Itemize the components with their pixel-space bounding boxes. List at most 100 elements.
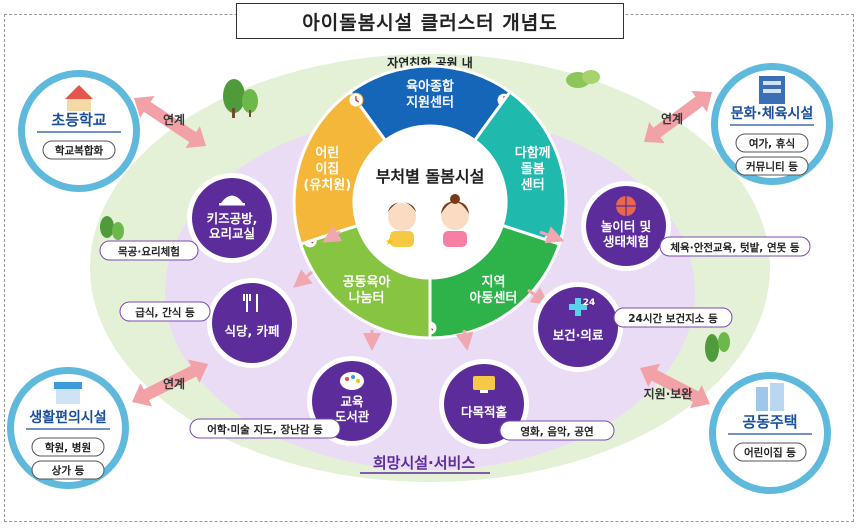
service-label: 요리교실 — [209, 226, 255, 241]
service-circle — [538, 287, 618, 367]
monitor-stand — [480, 390, 488, 393]
apartment-icon — [756, 387, 768, 411]
service-tag: 24시간 보건지소 등 — [628, 312, 718, 325]
external-title: 공동주택 — [742, 413, 797, 431]
center-circle — [354, 126, 506, 278]
external-item-pill — [31, 437, 105, 457]
cutlery-icon — [243, 294, 258, 312]
external-item: 상가 등 — [52, 464, 85, 477]
children-icon: ★ — [385, 194, 469, 248]
segment-label-left: 어린 — [315, 145, 339, 161]
24h-badge: 24 — [583, 298, 596, 308]
external-title: 문화·체육시설 — [731, 106, 814, 122]
segment-label-left: 이집 — [315, 161, 339, 177]
palette-icon — [340, 372, 364, 390]
link-label: 연계 — [661, 111, 683, 126]
ball-lines — [616, 196, 636, 216]
service-tag-pill — [99, 240, 199, 261]
service-tag: 체육·안전교육, 텃밭, 연못 등 — [670, 241, 800, 254]
shop-body — [56, 389, 80, 404]
monitor-icon — [473, 376, 495, 390]
connector-arrows — [293, 225, 565, 351]
diagram-title: 아이돌봄시설 클러스터 개념도 — [236, 3, 624, 39]
service-tag-pill — [613, 307, 733, 328]
cloche-icon — [221, 195, 243, 203]
external-item: 어린이집 등 — [744, 446, 796, 459]
service-tag-pill — [119, 301, 211, 322]
building-window — [763, 81, 781, 85]
service-label: 생태체험 — [603, 234, 649, 249]
segment-label-left: (유치원) — [303, 177, 351, 193]
apartment-tower — [770, 383, 784, 411]
link-arrow-school — [134, 96, 206, 148]
external-item-pill — [733, 442, 807, 462]
service-tag-pill — [499, 420, 615, 441]
tree-icon — [705, 332, 730, 362]
service-tag: 목공·요리체험 — [118, 245, 180, 258]
external-item: 여가, 휴식 — [749, 137, 795, 150]
segment-label-right: 센터 — [521, 177, 545, 193]
shop-icon — [54, 382, 82, 389]
segment-label-top: 지원센터 — [406, 95, 454, 111]
service-label: 보건·의료 — [553, 327, 604, 342]
link-arrow-housing — [640, 363, 710, 409]
svg-text:★: ★ — [385, 237, 394, 248]
service-tag: 영화, 음악, 공연 — [520, 425, 593, 438]
service-label: 교육 — [340, 394, 364, 409]
external-item: 학원, 병원 — [45, 441, 91, 454]
paint-dot — [345, 377, 349, 381]
external-item-pill — [735, 156, 809, 176]
paint-dot — [356, 379, 360, 383]
segment-label-bottom-left: 나눔터 — [349, 290, 385, 306]
external-item: 커뮤니티 등 — [746, 160, 798, 173]
link-label: 지원·보완 — [644, 386, 693, 401]
service-tag-pill — [189, 418, 341, 439]
building-window — [763, 89, 781, 93]
paint-dot — [351, 375, 355, 379]
clock-hands-icon — [355, 96, 360, 103]
segment-label-top: 육아종합 — [406, 79, 454, 95]
segment-label-bottom-right: 지역 — [482, 274, 506, 290]
link-arrow-culture — [644, 91, 712, 143]
external-item-pill — [31, 460, 105, 480]
external-item-pill — [735, 133, 809, 153]
segment-label-right: 다함께 — [515, 145, 551, 161]
medical-cross-icon — [569, 298, 587, 316]
service-label: 도서관 — [335, 409, 370, 424]
service-label: 놀이터 및 — [601, 219, 651, 234]
service-tag-pill — [659, 236, 811, 257]
school-body — [67, 99, 91, 111]
link-arrows — [132, 91, 712, 409]
service-label: 다목적홀 — [461, 404, 508, 419]
segment-label-bottom-left: 공동육아 — [343, 274, 391, 290]
external-title: 초등학교 — [51, 111, 106, 129]
segment-label-right: 돌봄 — [521, 162, 545, 177]
service-circle — [212, 283, 292, 363]
link-label: 연계 — [163, 112, 185, 127]
center-label: 부처별 돌봄시설 — [376, 167, 485, 186]
service-circle — [192, 178, 272, 258]
service-tag: 어학·미술 지도, 장난감 등 — [207, 423, 323, 436]
external-item-pill — [42, 140, 116, 160]
tree-icon — [223, 79, 258, 118]
external-title: 생활편의시설 — [29, 409, 106, 426]
tree-icon — [100, 216, 124, 240]
service-label: 키즈공방, — [207, 211, 258, 226]
school-icon — [65, 85, 93, 99]
hope-services-label: 희망시설·서비스 — [373, 454, 475, 472]
bush-icon — [566, 70, 600, 88]
